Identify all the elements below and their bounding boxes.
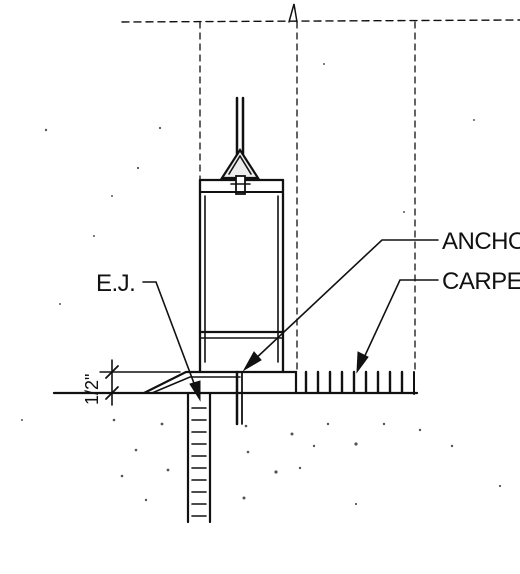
ej-leader-line	[142, 281, 199, 395]
joint-filler-hatch	[191, 407, 207, 517]
bracket-hatch	[239, 155, 252, 175]
plate-edge	[151, 376, 241, 394]
threshold-plate	[142, 370, 298, 395]
carpet-leader-arrow	[356, 351, 369, 374]
expansion-joint-label: E.J.	[96, 270, 135, 297]
carpet-label: CARPE	[442, 268, 520, 295]
ej-leader-arrow	[189, 380, 201, 402]
dimension-tick	[105, 365, 119, 379]
anchor-leader-arrow	[242, 351, 262, 372]
bracket-hatch	[228, 155, 241, 175]
dimension-tick	[105, 386, 119, 400]
top-dashed-line	[121, 19, 520, 23]
bolt	[235, 175, 246, 195]
bracket	[219, 147, 261, 180]
anchor-leader-line	[251, 239, 439, 363]
carpet-tufts	[304, 370, 404, 394]
anchor-label: ANCHO	[442, 228, 520, 255]
dimension-label: 1/2"	[82, 374, 102, 405]
carpet-leader-line	[361, 279, 439, 363]
top-break-mark	[288, 3, 298, 23]
concrete-speckle	[21, 63, 502, 506]
